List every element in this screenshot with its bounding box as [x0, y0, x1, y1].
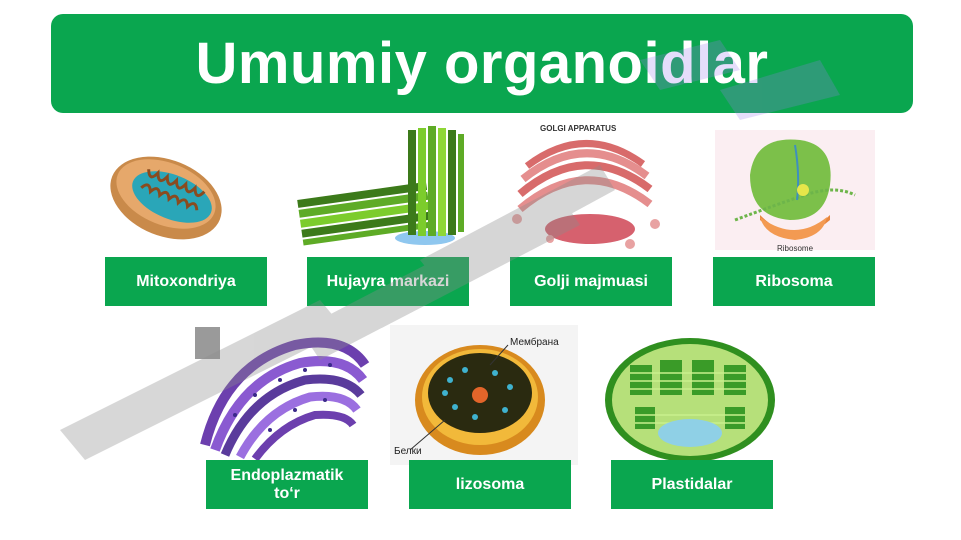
label-hujayra-markazi: Hujayra markazi [307, 257, 469, 306]
label-ribosoma: Ribosoma [713, 257, 875, 306]
label-endoplazmatik-line2: to‘r [274, 484, 300, 502]
organelle-card-plastid: Plastidalar [600, 325, 790, 510]
mitochondria-illustration [110, 156, 222, 240]
label-plastidalar: Plastidalar [611, 460, 773, 509]
organelle-card-centrosome: Hujayra markazi [285, 120, 485, 307]
organelle-card-mitochondria: Mitoxondriya [90, 135, 270, 307]
label-golji-majmuasi: Golji majmuasi [510, 257, 672, 306]
organelle-card-ribosome: Ribosome Ribosoma [705, 125, 880, 307]
label-lizosoma: lizosoma [409, 460, 571, 509]
organelle-card-golgi: GOLGI APPARATUS Golji majmuasi [505, 120, 675, 307]
lysosome-caption-proteins: Белки [394, 446, 422, 457]
lysosome-illustration [390, 325, 578, 465]
endoplasmic-reticulum-illustration [195, 327, 370, 462]
golgi-caption: GOLGI APPARATUS [540, 124, 617, 133]
centrosome-illustration [297, 126, 464, 246]
page-title: Umumiy organoidlar [195, 31, 769, 96]
label-endoplazmatik-line1: Endoplazmatik [230, 466, 344, 484]
lysosome-caption-membrane: Мембрана [510, 337, 559, 348]
label-endoplazmatik-tor: Endoplazmatik to‘r [206, 460, 368, 509]
ribosome-illustration [715, 130, 875, 250]
organelle-card-er: Endoplazmatik to‘r [185, 325, 375, 510]
organelle-card-lysosome: Мембрана Белки lizosoma [390, 325, 580, 510]
plastid-illustration [605, 338, 775, 462]
label-mitoxondriya: Mitoxondriya [105, 257, 267, 306]
golgi-apparatus-illustration [512, 140, 660, 249]
ribosome-caption: Ribosome [777, 244, 814, 253]
title-banner: Umumiy organoidlar [51, 14, 913, 113]
